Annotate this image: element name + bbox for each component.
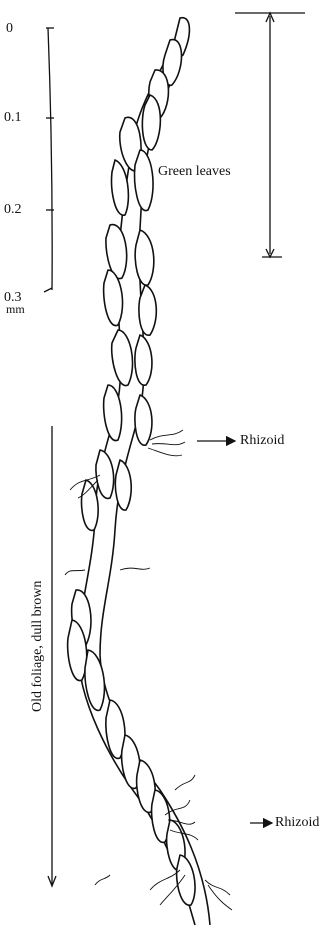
rhizoid-label-upper: Rhizoid (240, 434, 284, 448)
scale-tick-0-2: 0.2 (4, 203, 22, 217)
green-leaves-arrow (235, 13, 305, 257)
old-foliage-label: Old foliage, dull brown (30, 581, 46, 712)
scale-bar (44, 28, 54, 292)
rhizoid-label-lower: Rhizoid (275, 816, 319, 830)
scale-tick-0: 0 (6, 22, 13, 36)
moss-shoot (68, 18, 210, 925)
green-leaves-label: Green leaves (158, 165, 231, 179)
scale-unit: mm (6, 303, 25, 315)
old-foliage-arrow (48, 426, 56, 886)
scale-tick-0-1: 0.1 (4, 111, 22, 125)
